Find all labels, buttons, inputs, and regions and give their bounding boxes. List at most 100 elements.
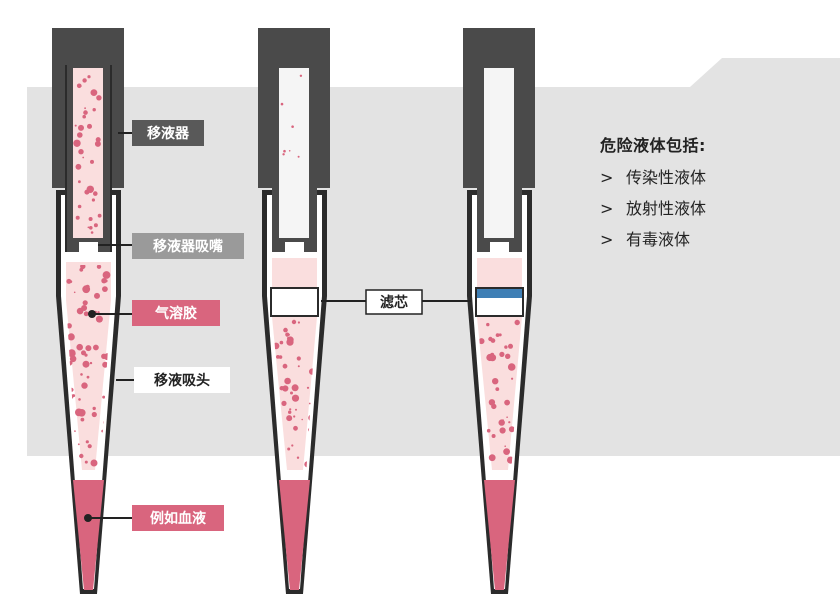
hazard-item-text: 传染性液体 [626,168,707,187]
aerosol-droplet [492,378,499,385]
aerosol-droplet [90,231,94,234]
pipette-a [52,28,124,594]
aerosol-droplet [504,345,508,349]
aerosol-droplet [80,265,86,270]
aerosol-droplet [80,373,83,376]
aerosol-droplet [286,415,293,422]
aerosol-droplet [283,149,286,153]
aerosol-droplet [89,361,93,365]
aerosol-droplet [67,333,75,341]
hazard-list: >传染性液体 >放射性液体 >有毒液体 [600,162,706,255]
aerosol-droplet [297,155,300,158]
aerosol-droplet [78,124,84,131]
aerosol-droplet [499,351,505,357]
aerosol-droplet [90,159,94,164]
hazard-item: >传染性液体 [600,162,706,193]
arrow-icon: > [600,230,614,249]
aerosol-droplet [97,213,102,218]
aerosol-droplet [506,416,508,419]
aerosol-droplet [72,394,76,398]
label-blood-box [132,505,224,531]
aerosol-droplet [86,185,95,193]
label-aerosol: 气溶胶 [154,305,197,322]
aerosol-droplet [85,284,90,289]
aerosol-droplet [82,114,86,119]
aerosol-droplet [69,280,73,283]
aerosol-droplet [505,353,511,359]
label-pipette: 移液器 [147,125,190,142]
aerosol-droplet [281,400,287,406]
hazard-title: 危险液体包括: [600,136,706,155]
blood-a [73,480,104,590]
aerosol-droplet [289,408,292,411]
aerosol-droplet [286,338,294,346]
aerosol-droplet [291,384,299,392]
aerosol-droplet [75,215,80,220]
callouts: 移液器 移液器吸嘴 气溶胶 移液吸头 例如血液 滤芯 [84,120,471,531]
blood-c [484,480,515,590]
aerosol-droplet [495,333,500,337]
aerosol-droplet [73,291,76,294]
aerosol-droplet [76,343,83,351]
aerosol-droplet [81,382,88,389]
aerosol-droplet [279,340,284,345]
aerosol-droplet [92,108,96,112]
aerosol-droplet [91,411,97,418]
aerosol-droplet [76,307,84,315]
pipette-body-b [258,28,330,252]
hazard-item-text: 放射性液体 [626,199,707,218]
aerosol-droplet [308,402,311,405]
aerosol-droplet [92,406,96,411]
aerosol-droplet [291,319,297,325]
aerosol-droplet [486,428,491,433]
aerosol-droplet [96,265,102,269]
aerosol-droplet [102,286,108,292]
aerosol-droplet [502,419,504,422]
label-blood: 例如血液 [150,510,207,527]
aerosol-droplet [78,180,81,184]
aerosol-droplet [280,102,284,106]
aerosol-droplet [93,223,98,228]
aerosol-droplet [508,421,511,424]
aerosol-droplet [90,459,98,467]
pipette-body-c [463,28,535,252]
aerosol-droplet [276,355,280,359]
aerosol-droplet [87,444,92,449]
aerosol-droplet [82,156,85,159]
aerosol-droplet [69,355,77,363]
pipette-body-a [52,28,124,252]
pipette-a-outline-inner [65,65,112,252]
label-nozzle-box [132,233,244,259]
label-pipette-box [132,120,204,146]
aerosol-droplet [282,153,285,156]
aerosol-fill-c-top [477,258,522,288]
aerosol-droplet [82,300,88,306]
aerosol-droplet [83,110,88,115]
label-filter: 滤芯 [380,294,408,311]
aerosol-droplet [278,355,283,359]
aerosol-droplet [82,78,87,83]
aerosol-droplet [86,375,90,379]
aerosol-droplet [495,387,500,391]
aerosol-droplet [102,395,106,399]
pipette-b-chamber [279,68,309,238]
aerosol-droplet [288,410,292,414]
aerosol-droplet [84,107,86,110]
aerosol-droplet [94,292,100,299]
aerosol-droplet [488,399,496,406]
aerosol-droplet [295,408,297,411]
label-tip: 移液吸头 [154,372,210,389]
pipette-b-chamber-dots [280,74,303,158]
aerosol-droplet [87,75,91,79]
label-filter-box [365,289,423,315]
aerosol-dots-c [478,319,520,466]
aerosol-droplet [491,434,496,438]
aerosol-droplet [297,321,300,324]
aerosol-droplet [498,334,501,337]
hazard-item-text: 有毒液体 [626,230,691,249]
aerosol-droplet [291,394,300,402]
tip-b [262,190,327,594]
aerosol-droplet [89,226,93,230]
pipette-b [258,28,330,594]
